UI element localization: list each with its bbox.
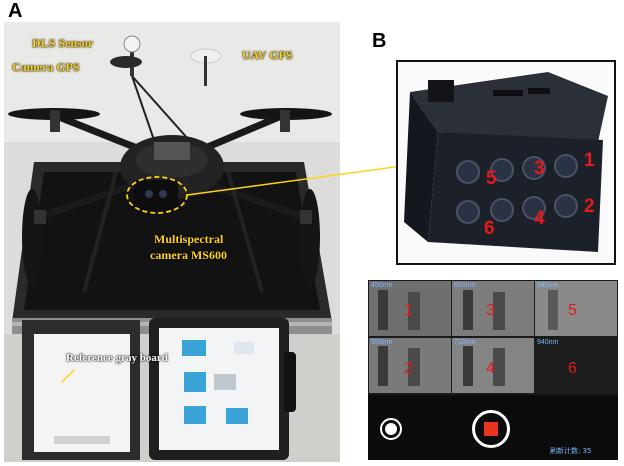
band-preview-screen: 450nm 660nm 840nm 555nm 710nm 940nm 1 3 … [368,280,618,460]
record-button[interactable] [472,410,510,448]
band-wavelength-555: 555nm [371,339,393,346]
band-number-2: 2 [404,360,413,377]
lens-number-3: 3 [534,158,545,179]
lens-number-5: 5 [486,168,497,189]
panel-letter-b: B [372,30,387,52]
lens-number-4: 4 [534,208,545,229]
capture-button[interactable] [380,418,402,440]
camera-closeup-photo: 5 3 1 6 4 2 [396,60,616,265]
refresh-counter: 刷新计数: 35 [550,447,592,455]
band-wavelength-710: 710nm [454,339,476,346]
label-dls-sensor: DLS Sensor [32,36,94,50]
label-reference-gray-board: Reference gray board [66,352,168,364]
band-number-4: 4 [486,360,495,377]
label-camera-gps: Camera GPS [12,60,80,74]
lens-number-6: 6 [484,218,495,239]
band-number-6: 6 [568,360,577,377]
panel-letter-a: A [8,0,23,22]
label-multispectral: Multispectral [154,232,224,246]
band-number-5: 5 [568,302,577,319]
band-number-1: 1 [404,302,413,319]
record-stop-icon [484,422,498,436]
label-uav-gps: UAV GPS [242,48,293,62]
lens-number-2: 2 [584,196,595,217]
band-grid-illustration [368,280,618,460]
lens-number-1: 1 [584,150,595,171]
label-camera-ms600: camera MS600 [150,248,227,262]
band-number-3: 3 [486,302,495,319]
drone-illustration [4,22,340,462]
band-wavelength-450: 450nm [371,282,393,289]
drone-photo: DLS Sensor Camera GPS UAV GPS Multispect… [4,22,340,462]
band-wavelength-940: 940nm [537,339,559,346]
band-wavelength-840: 840nm [537,282,559,289]
band-wavelength-660: 660nm [454,282,476,289]
camera-illustration [398,62,614,263]
capture-icon [385,423,397,435]
